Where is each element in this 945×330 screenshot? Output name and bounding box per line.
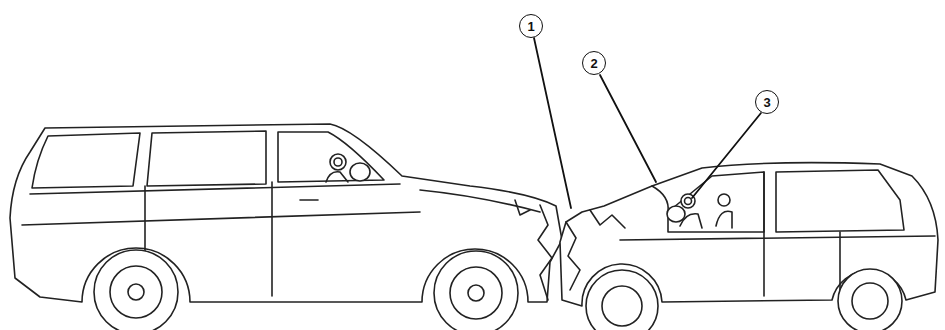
- callout-number: 2: [590, 57, 597, 70]
- callout-circle: 3: [755, 90, 779, 114]
- callout-circle: 2: [582, 51, 606, 75]
- suv: [10, 124, 562, 330]
- leader-lines: [534, 38, 761, 208]
- callout-number: 1: [527, 20, 534, 33]
- callout-number: 3: [763, 96, 770, 109]
- callout-circle: 1: [519, 14, 543, 38]
- hatchback: [560, 163, 938, 330]
